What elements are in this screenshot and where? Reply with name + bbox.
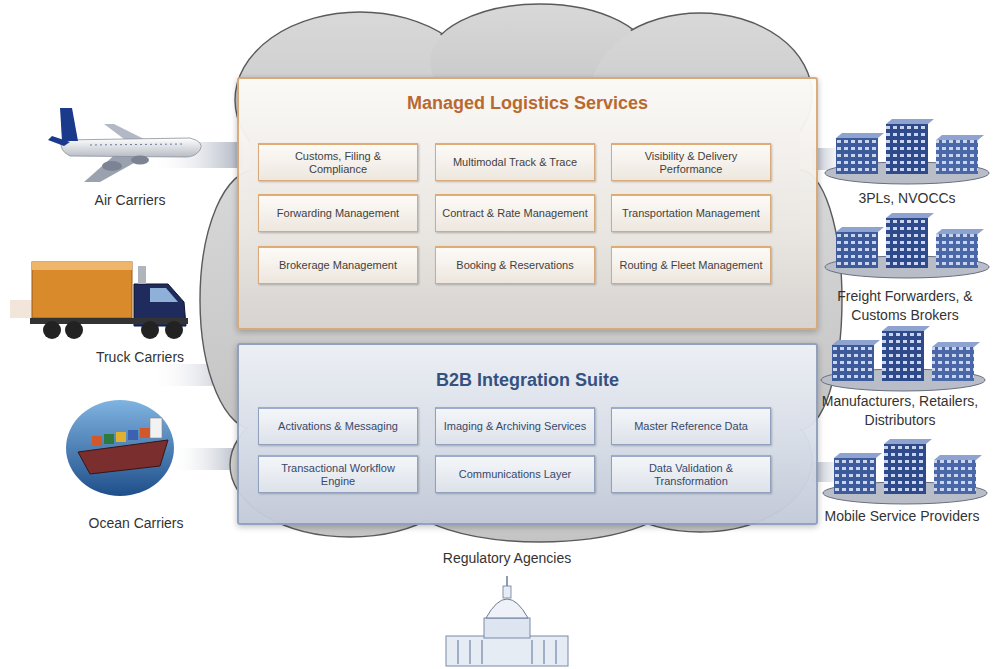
- service-box: Routing & Fleet Management: [611, 246, 771, 284]
- container: [140, 428, 150, 438]
- windows: [90, 144, 185, 145]
- airplane-icon: [48, 108, 201, 182]
- service-box: Master Reference Data: [611, 407, 771, 445]
- column: [531, 640, 533, 664]
- tail: [60, 108, 78, 141]
- party-label: 3PLs, NVOCCs: [832, 189, 982, 208]
- drum: [484, 618, 530, 638]
- box-text: Transportation Management: [622, 207, 760, 220]
- service-box: Transactional Workflow Engine: [258, 455, 418, 493]
- box-text: Communications Layer: [459, 468, 572, 481]
- business-buildings: [821, 119, 989, 504]
- service-box: Imaging & Archiving Services: [435, 407, 595, 445]
- service-box: Brokerage Management: [258, 246, 418, 284]
- ship-icon: [66, 400, 174, 496]
- party-label: Regulatory Agencies: [417, 549, 597, 568]
- panel-heading: B2B Integration Suite: [239, 370, 816, 391]
- truck-icon: [10, 262, 188, 339]
- service-panel: B2B Integration SuiteActivations & Messa…: [237, 343, 818, 525]
- panel-heading: Managed Logistics Services: [239, 93, 816, 114]
- capitol-icon: [446, 576, 568, 666]
- container: [128, 430, 138, 440]
- column: [555, 640, 557, 664]
- box-text: Multimodal Track & Trace: [453, 156, 577, 169]
- box-text: Imaging & Archiving Services: [444, 420, 586, 433]
- engine: [131, 156, 149, 165]
- party-label: Manufacturers, Retailers, Distributors: [812, 392, 988, 430]
- box-text: Activations & Messaging: [278, 420, 398, 433]
- cloud: [200, 4, 842, 542]
- party-label: Ocean Carriers: [61, 514, 211, 533]
- service-box: Visibility & Delivery Performance: [611, 143, 771, 181]
- box-text: Transactional Workflow Engine: [265, 462, 411, 488]
- box-text: Routing & Fleet Management: [619, 259, 762, 272]
- dome: [486, 599, 528, 618]
- box-text: Booking & Reservations: [456, 259, 573, 272]
- box-text: Forwarding Management: [277, 207, 399, 220]
- service-box: Contract & Rate Management: [435, 194, 595, 232]
- service-panel: Managed Logistics ServicesCustoms, Filin…: [237, 77, 818, 330]
- service-box: Multimodal Track & Trace: [435, 143, 595, 181]
- service-box: Booking & Reservations: [435, 246, 595, 284]
- service-box: Transportation Management: [611, 194, 771, 232]
- service-box: Forwarding Management: [258, 194, 418, 232]
- party-label: Mobile Service Providers: [814, 507, 990, 526]
- building-base: [446, 636, 568, 666]
- box-text: Visibility & Delivery Performance: [618, 150, 764, 176]
- container: [116, 432, 126, 442]
- container: [92, 436, 102, 446]
- box-text: Master Reference Data: [634, 420, 748, 433]
- box-text: Brokerage Management: [279, 259, 397, 272]
- engine: [102, 161, 122, 171]
- trailer: [32, 262, 132, 270]
- building-cluster: [823, 439, 987, 504]
- column: [543, 640, 545, 664]
- lantern: [503, 586, 511, 598]
- fuselage: [61, 138, 201, 157]
- container: [104, 434, 114, 444]
- service-box: Data Validation & Transformation: [611, 455, 771, 493]
- box-text: Data Validation & Transformation: [618, 462, 764, 488]
- trailer: [32, 262, 132, 318]
- column: [469, 640, 471, 664]
- party-label: Truck Carriers: [65, 348, 215, 367]
- service-box: Communications Layer: [435, 455, 595, 493]
- service-box: Activations & Messaging: [258, 407, 418, 445]
- wheel: [65, 321, 83, 339]
- bridge: [150, 418, 162, 438]
- spire: [506, 576, 508, 586]
- sea: [66, 400, 174, 496]
- party-label: Air Carriers: [55, 191, 205, 210]
- service-box: Customs, Filing & Compliance: [258, 143, 418, 181]
- box-text: Contract & Rate Management: [442, 207, 588, 220]
- building-cluster: [825, 213, 989, 278]
- building-cluster: [821, 326, 985, 391]
- tail: [48, 136, 70, 146]
- party-label: Freight Forwarders, & Customs Brokers: [820, 287, 990, 325]
- wheel: [43, 321, 61, 339]
- wheel: [165, 321, 183, 339]
- wheel: [141, 321, 159, 339]
- column: [457, 640, 459, 664]
- hull: [78, 440, 168, 474]
- exhaust: [138, 266, 146, 284]
- windshield: [150, 288, 178, 302]
- column: [481, 640, 483, 664]
- building-cluster: [825, 119, 989, 184]
- box-text: Customs, Filing & Compliance: [265, 150, 411, 176]
